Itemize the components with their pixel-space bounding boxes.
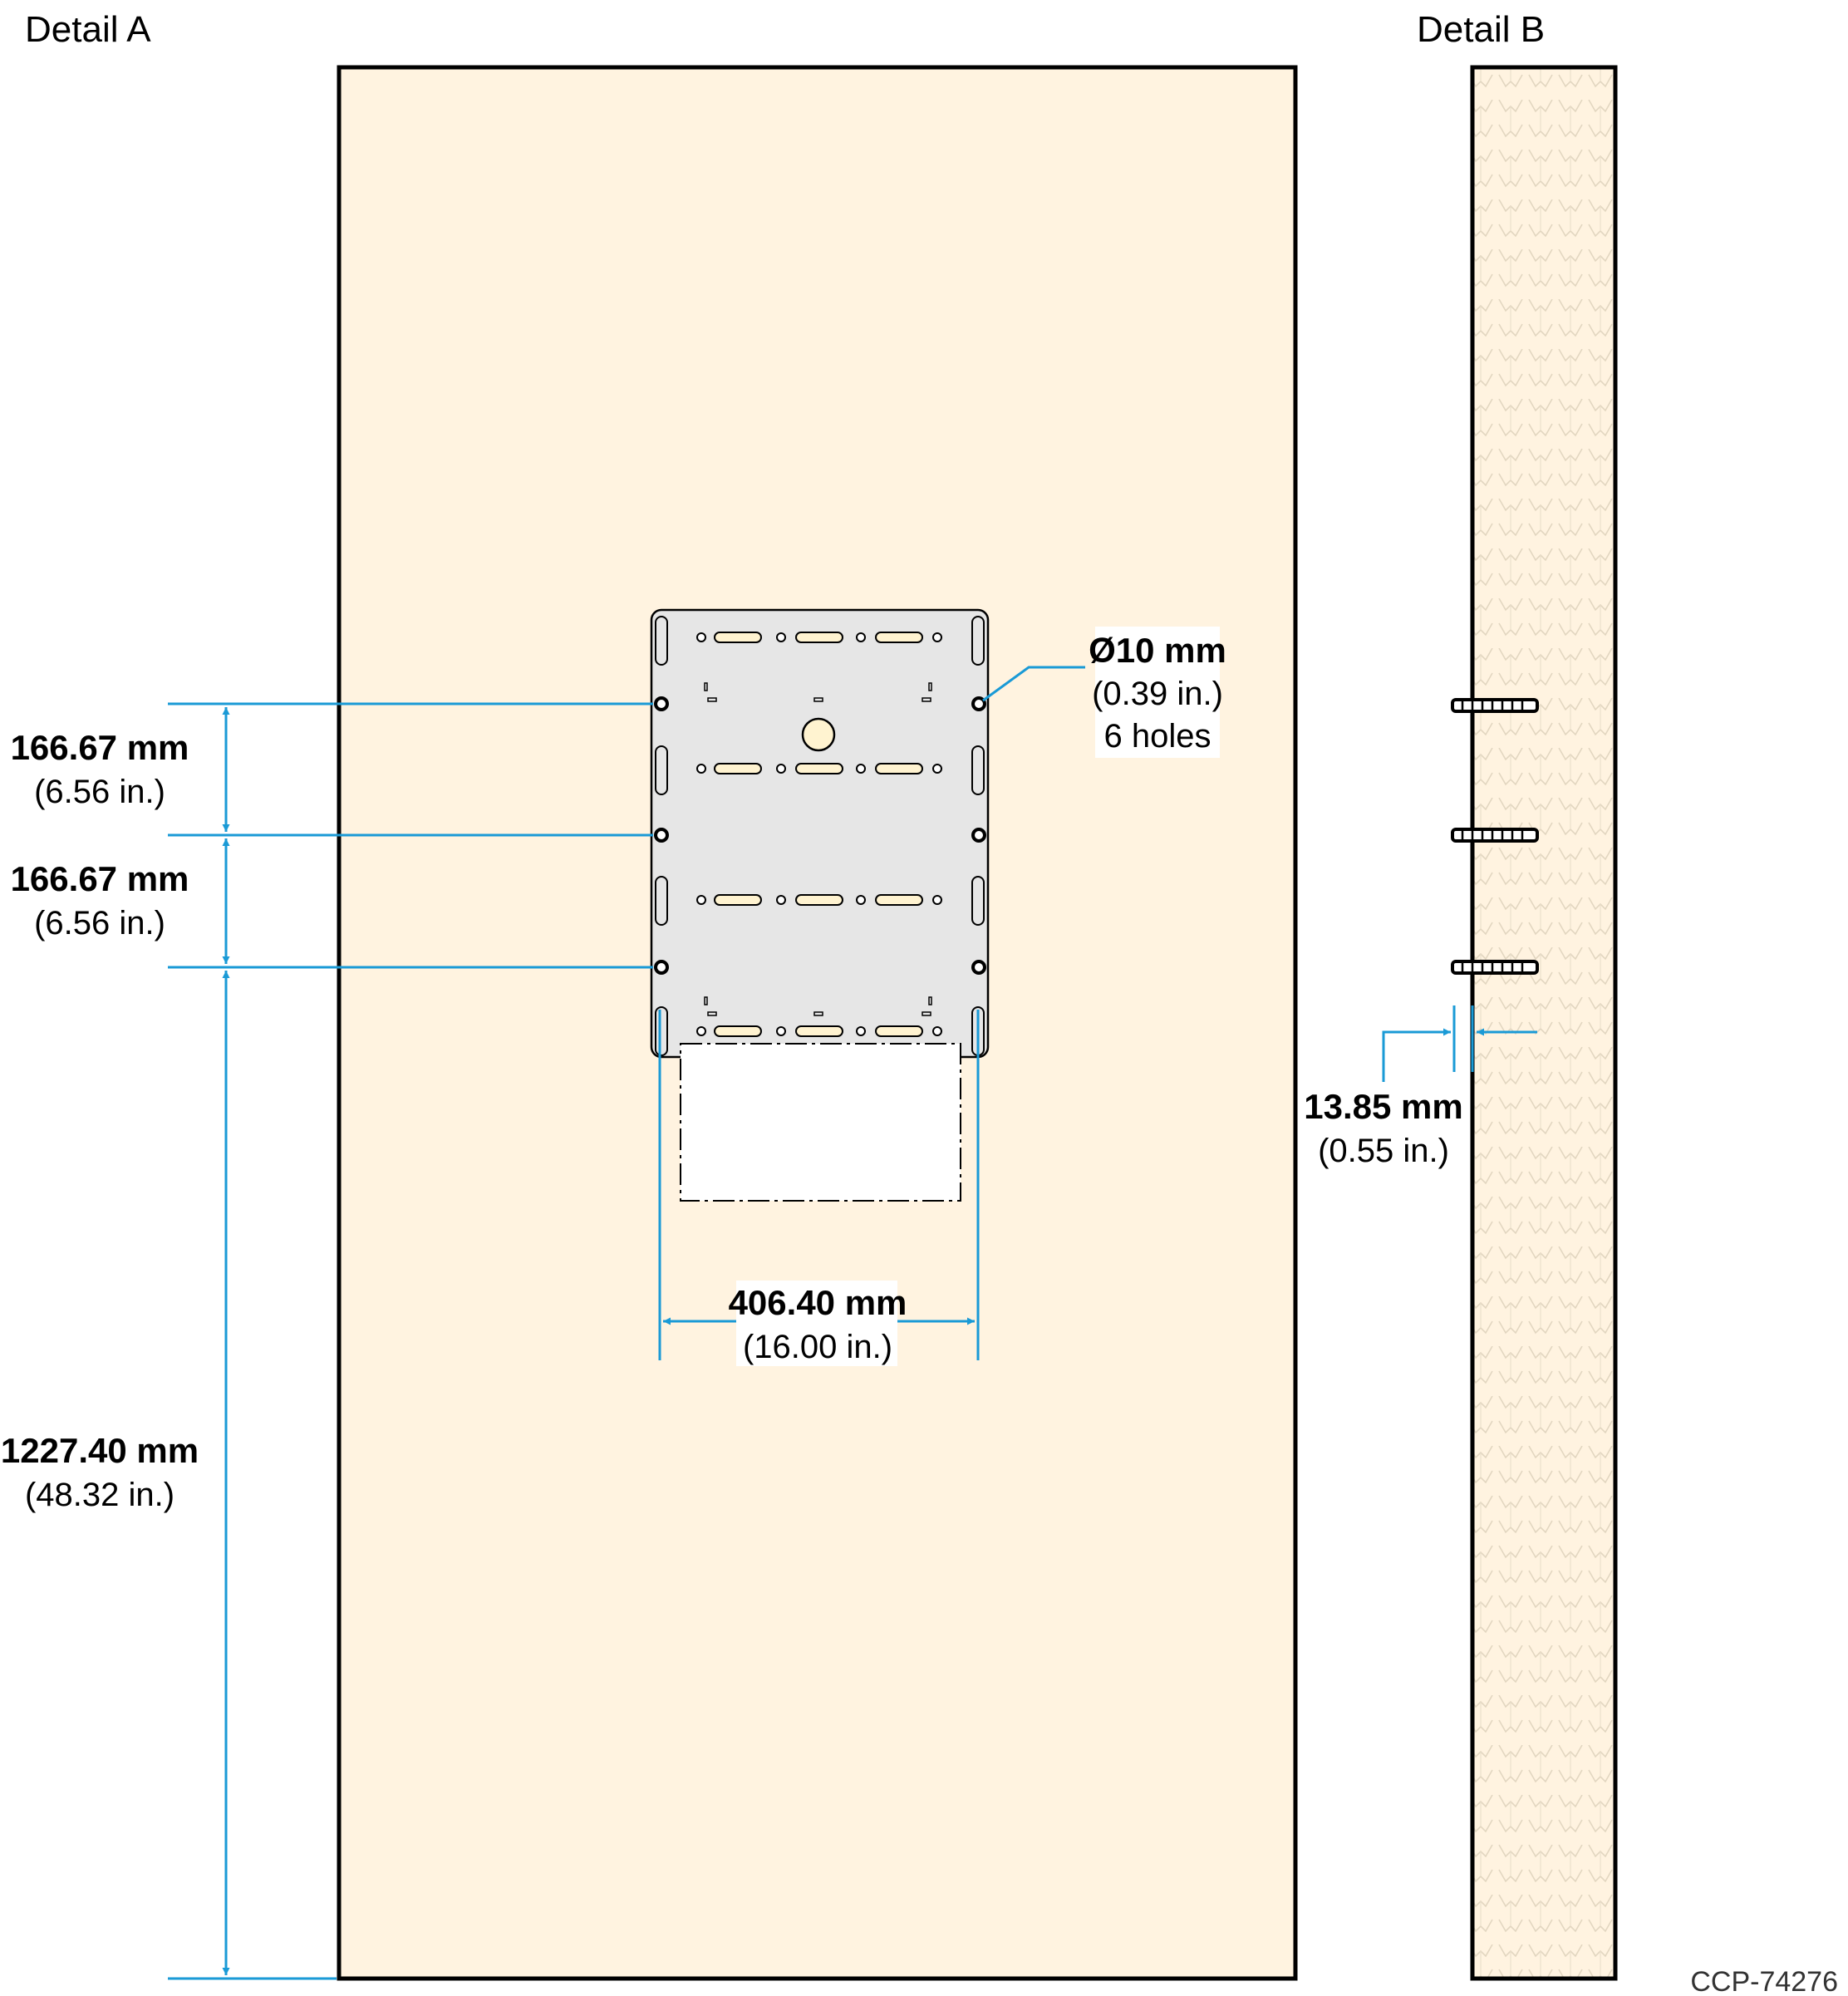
hole-leader [982, 666, 1085, 702]
mounting-hole [654, 960, 669, 975]
hole-diameter-imperial: (0.39 in.) [1092, 676, 1223, 712]
anchor-depth-dimension [1382, 1005, 1537, 1082]
anchor [1451, 698, 1539, 713]
mounting-hole [971, 696, 986, 711]
hole-count-label: 6 holes [1104, 718, 1212, 755]
floor-height-imperial: (48.32 in.) [25, 1477, 174, 1513]
upper-spacing-imperial: (6.56 in.) [34, 774, 165, 810]
lower-spacing-label: 166.67 mm [11, 859, 189, 898]
horizontal-spacing-label: 406.40 mm [729, 1283, 907, 1322]
detail-b-title: Detail B [1417, 9, 1545, 50]
detail-b-wall-section [1470, 65, 1618, 1981]
mounting-plate [650, 608, 990, 1059]
detail-a-title: Detail A [25, 9, 151, 50]
device-outline [680, 1043, 961, 1202]
anchor-depth-imperial: (0.55 in.) [1318, 1133, 1449, 1169]
anchor-depth-label: 13.85 mm [1304, 1087, 1462, 1126]
mounting-hole [971, 828, 986, 843]
anchor [1451, 960, 1539, 975]
anchor [1451, 828, 1539, 843]
mounting-hole [654, 696, 669, 711]
reference-code: CCP-74276 [1690, 1966, 1838, 1996]
floor-height-label: 1227.40 mm [1, 1431, 199, 1470]
vertical-dimensions [168, 702, 653, 1980]
lower-spacing-imperial: (6.56 in.) [34, 905, 165, 941]
wall-anchors [1451, 698, 1539, 975]
mounting-holes [654, 696, 986, 975]
mounting-hole [654, 828, 669, 843]
upper-spacing-label: 166.67 mm [11, 728, 189, 767]
cable-hole [801, 717, 836, 752]
mounting-hole [971, 960, 986, 975]
horizontal-spacing-imperial: (16.00 in.) [743, 1329, 892, 1365]
hole-diameter-label: Ø10 mm [1089, 631, 1226, 670]
